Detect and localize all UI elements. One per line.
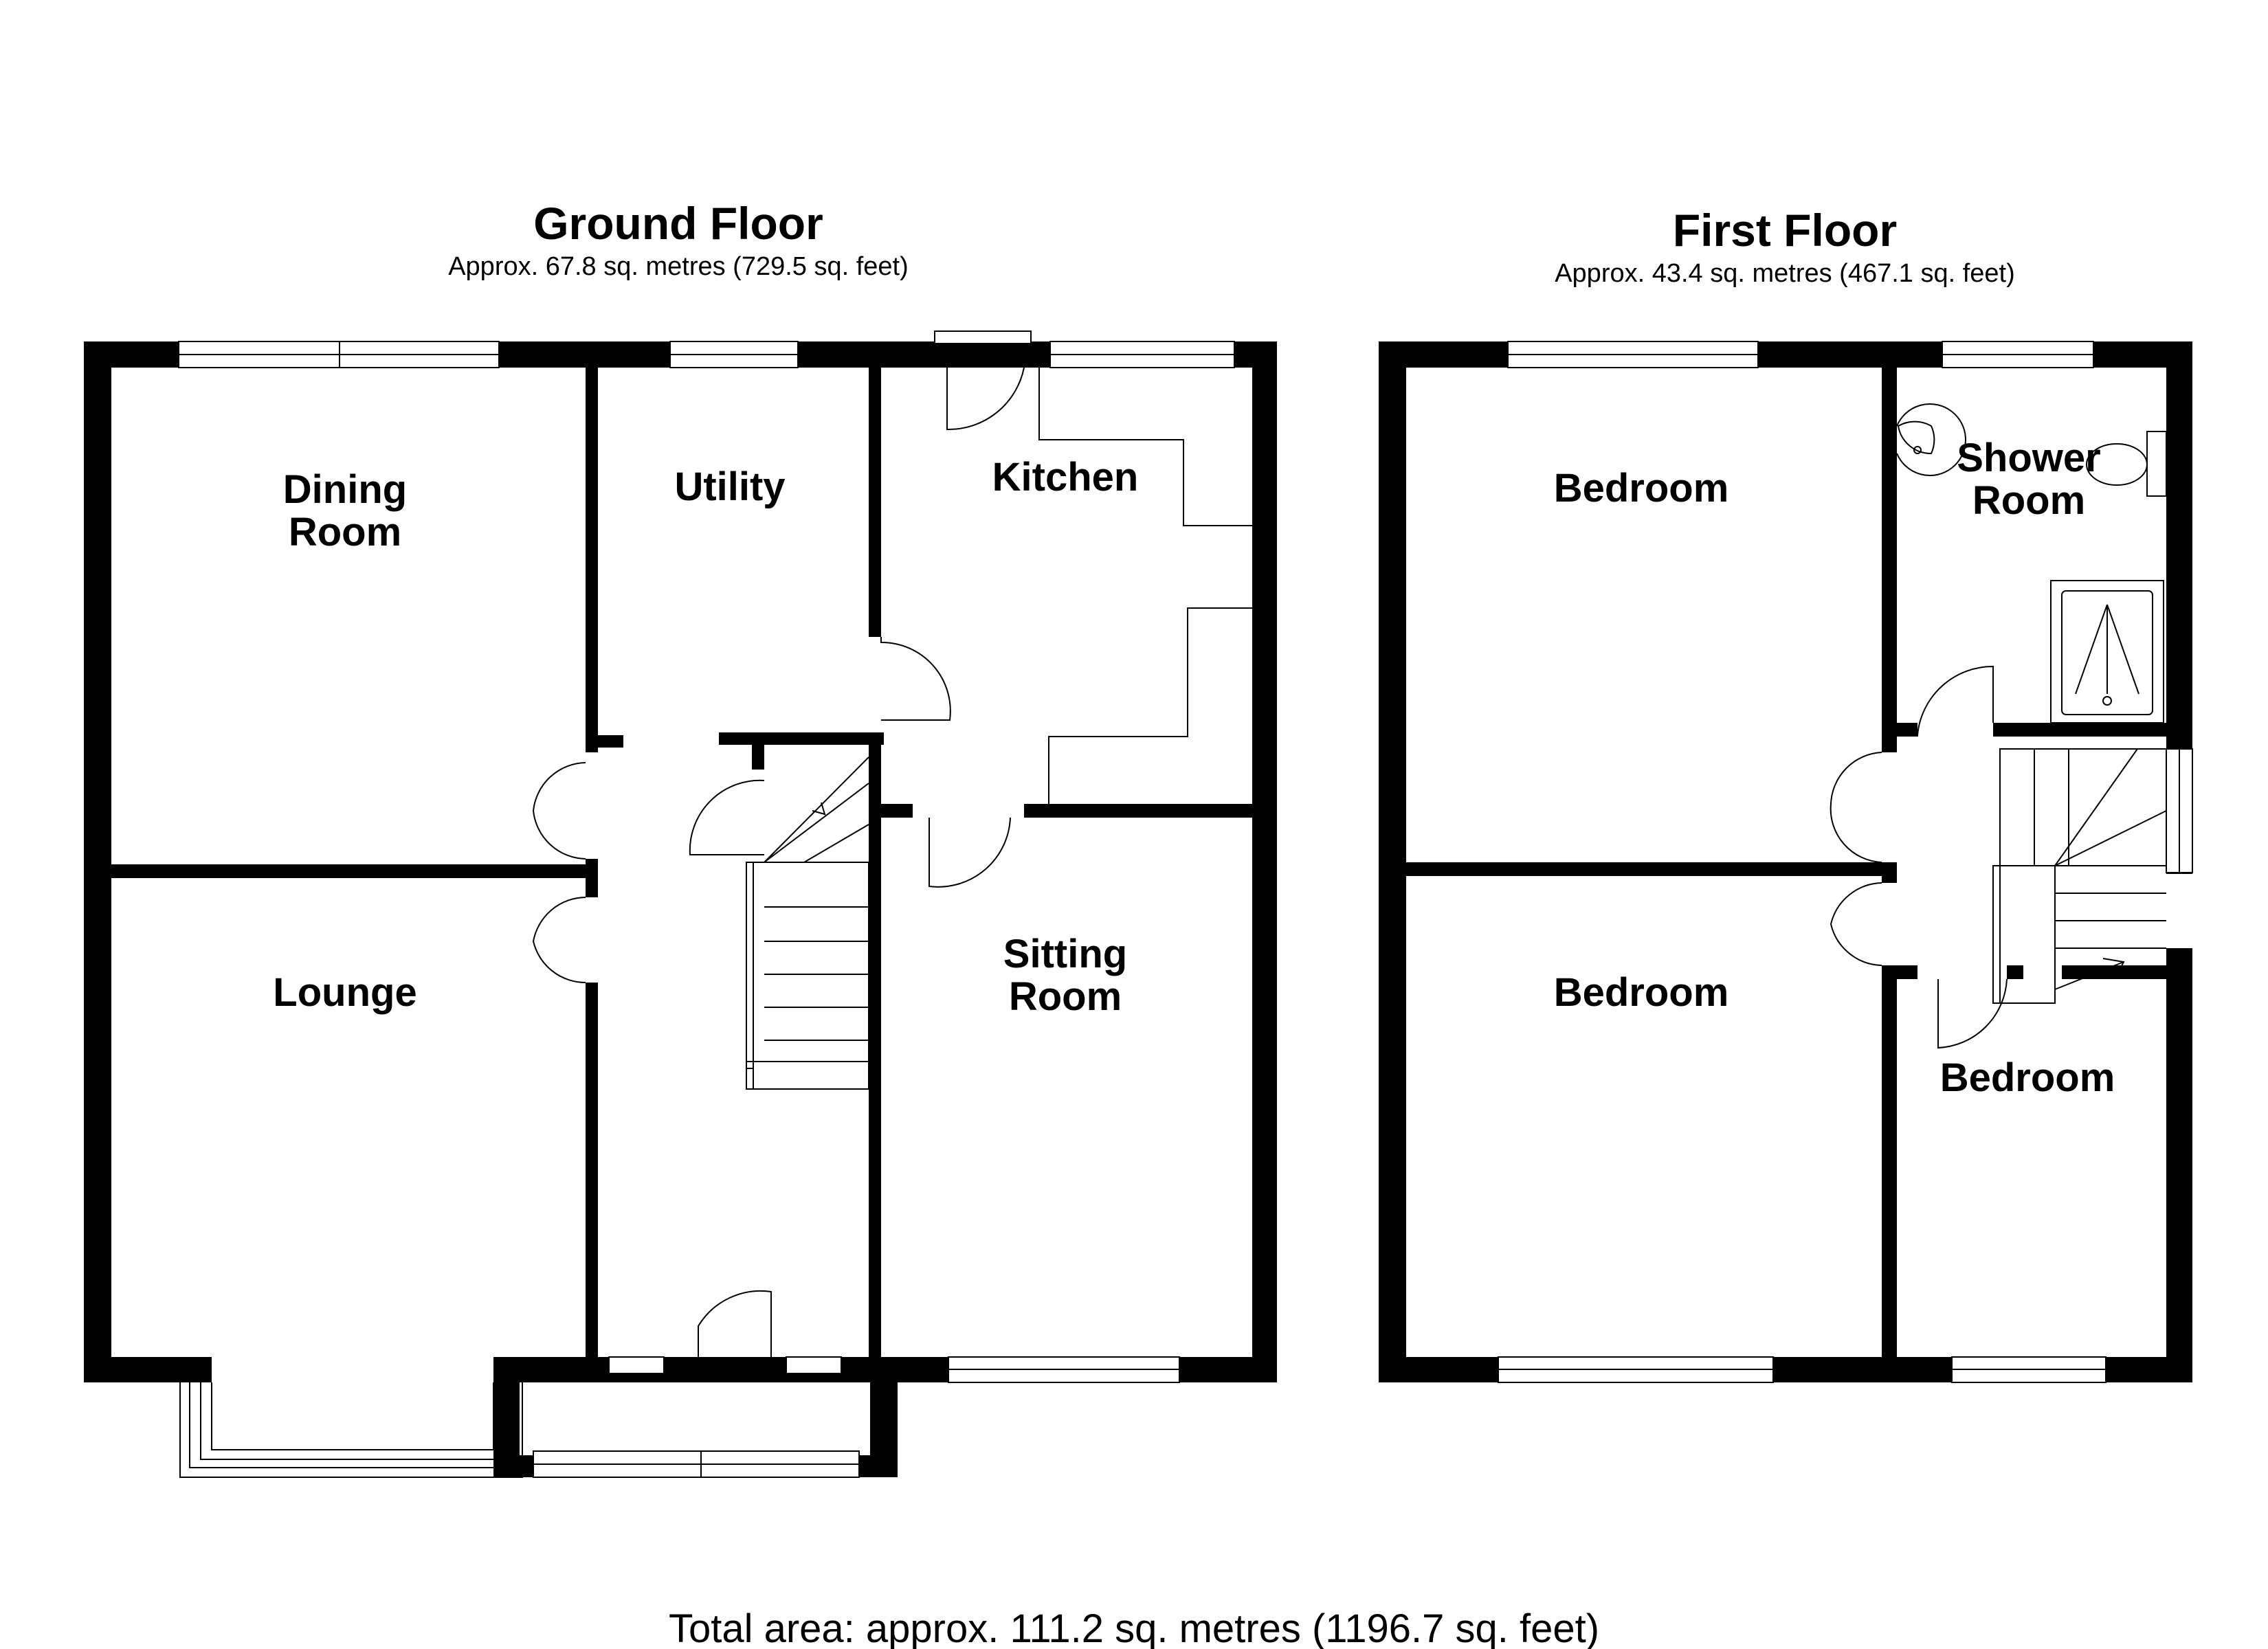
- first-left-wall: [1379, 341, 1406, 1382]
- ground-floor-title: Ground Floor: [533, 198, 823, 249]
- kitchen-sitting-wall-left: [881, 804, 913, 818]
- ground-floor-plan: [84, 330, 1277, 1478]
- small-bedroom-top-wall: [2062, 965, 2166, 979]
- room-label-dining-1: Dining: [283, 467, 407, 512]
- total-area: Total area: approx. 111.2 sq. metres (11…: [669, 1606, 1599, 1649]
- lounge-bay-window: [179, 1382, 523, 1478]
- shower-room-door: [1917, 665, 1994, 737]
- ground-right-wall: [1252, 341, 1277, 1382]
- utility-bottom-stub: [586, 735, 623, 748]
- room-label-utility: Utility: [674, 464, 785, 509]
- utility-kitchen-door: [880, 637, 951, 721]
- kitchen-units-top: [1038, 368, 1252, 526]
- kitchen-door-frame: [934, 330, 1032, 344]
- dining-lounge-wall: [111, 864, 598, 878]
- small-bedroom-top-stub-2: [2007, 965, 2023, 979]
- lounge-hall-wall: [586, 983, 598, 1357]
- bedroom-small-wall: [1882, 965, 1897, 1357]
- first-right-wall-bottom: [2166, 948, 2192, 1382]
- bedrooms-divider-wall: [1406, 862, 1897, 876]
- ground-floor-area: Approx. 67.8 sq. metres (729.5 sq. feet): [448, 252, 909, 281]
- room-label-shower-2: Room: [1972, 478, 2085, 523]
- room-label-dining-2: Room: [289, 510, 401, 554]
- first-floor-area: Approx. 43.4 sq. metres (467.1 sq. feet): [1555, 259, 2015, 288]
- first-floor-title: First Floor: [1673, 205, 1897, 256]
- kitchen-sitting-wall-right: [1024, 804, 1252, 818]
- stair-sitting-wall: [869, 732, 881, 1357]
- first-staircase: [1992, 748, 2167, 1004]
- kitchen-units-bottom: [1048, 607, 1252, 804]
- lounge-door: [532, 897, 586, 984]
- front-door: [698, 1290, 772, 1357]
- small-bedroom-top-stub: [1882, 965, 1917, 979]
- ground-bottom-wall-left: [84, 1357, 212, 1382]
- utility-kitchen-wall: [869, 368, 881, 637]
- dining-door: [532, 762, 586, 860]
- toilet-cistern: [2146, 431, 2167, 497]
- stair-top-stub: [752, 745, 764, 770]
- room-label-sitting-1: Sitting: [1003, 932, 1127, 976]
- shower-room-fittings: [1896, 403, 2167, 723]
- kitchen-back-door: [946, 367, 1025, 431]
- hall-window-left: [608, 1356, 665, 1374]
- porch-left-wall: [493, 1357, 520, 1477]
- shower-tray: [2050, 580, 2164, 723]
- basin: [1897, 420, 1935, 455]
- bedroom-shower-wall: [1882, 368, 1897, 752]
- understairs-door: [689, 779, 765, 855]
- landing-stub-1: [1882, 862, 1897, 883]
- dining-utility-wall: [586, 368, 598, 752]
- ground-left-wall: [84, 341, 111, 1382]
- small-bedroom-door: [1937, 978, 2008, 1049]
- room-label-kitchen: Kitchen: [992, 455, 1139, 500]
- stair-top-wall: [719, 732, 884, 745]
- sitting-room-door: [929, 817, 1011, 888]
- room-label-lounge: Lounge: [273, 970, 416, 1015]
- hall-window-right: [786, 1356, 842, 1374]
- hall-wall-stub: [586, 859, 598, 897]
- porch-corner-right: [859, 1455, 898, 1477]
- ground-staircase: [746, 756, 869, 1090]
- room-label-bedroom-bottom: Bedroom: [1554, 970, 1729, 1015]
- toilet: [2086, 443, 2148, 486]
- bedroom-top-door: [1830, 752, 1882, 863]
- room-label-bedroom-small: Bedroom: [1940, 1055, 2115, 1100]
- shower-bottom-stub-left: [1897, 723, 1917, 737]
- first-floor-plan: [1379, 341, 2193, 1383]
- room-label-sitting-2: Room: [1009, 974, 1122, 1019]
- room-label-bedroom-top: Bedroom: [1554, 466, 1729, 511]
- shower-bottom-wall: [1993, 723, 2166, 737]
- bedroom-bottom-door: [1830, 882, 1882, 966]
- room-label-shower-1: Shower: [1957, 436, 2101, 480]
